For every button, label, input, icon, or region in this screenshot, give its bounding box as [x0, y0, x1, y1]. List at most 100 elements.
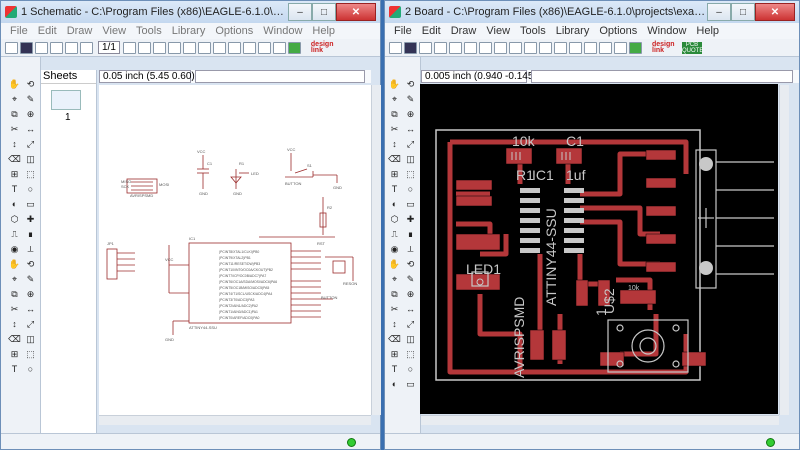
schematic-vertical-scrollbar[interactable]: [371, 85, 381, 415]
tool-icon[interactable]: ⤢: [406, 318, 415, 329]
tool-icon[interactable]: ⤢: [26, 318, 35, 329]
command-line-input[interactable]: [195, 70, 365, 83]
schematic-switch-icon[interactable]: [449, 41, 462, 54]
tool-icon[interactable]: ∎: [27, 228, 34, 239]
command-line-input[interactable]: [531, 70, 793, 83]
tool-icon[interactable]: ▭: [406, 378, 415, 389]
tool-icon[interactable]: ⧉: [391, 288, 398, 299]
sheet-number[interactable]: 1: [65, 112, 71, 123]
zoom-in-icon[interactable]: [524, 41, 537, 54]
tool-icon[interactable]: ⌫: [388, 333, 401, 344]
tool-icon[interactable]: ✂: [390, 123, 399, 134]
close-icon[interactable]: ✕: [755, 3, 795, 21]
tool-icon[interactable]: ⤢: [26, 138, 35, 149]
tool-icon[interactable]: ⊕: [26, 288, 35, 299]
redo-icon[interactable]: [257, 41, 271, 54]
tool-icon[interactable]: ○: [407, 184, 414, 194]
use-icon[interactable]: [122, 41, 136, 54]
tool-icon[interactable]: ⌖: [11, 273, 18, 284]
tool-icon[interactable]: ⌖: [11, 93, 18, 104]
design-link-logo[interactable]: design link: [652, 40, 675, 54]
tool-icon[interactable]: ◫: [406, 333, 415, 344]
cam-icon[interactable]: [50, 41, 63, 54]
menu-help[interactable]: Help: [696, 25, 720, 37]
tool-icon[interactable]: ✚: [26, 213, 35, 224]
tool-icon[interactable]: ⧉: [391, 108, 398, 119]
tool-icon[interactable]: ◫: [406, 153, 415, 164]
tool-icon[interactable]: ✎: [26, 273, 35, 284]
tool-icon[interactable]: ⧉: [11, 108, 18, 119]
tool-icon[interactable]: ◫: [26, 153, 35, 164]
tool-icon[interactable]: ⊞: [10, 168, 19, 179]
tool-icon[interactable]: ⟲: [406, 78, 415, 89]
stop-icon[interactable]: [272, 41, 286, 54]
zoom-out-icon[interactable]: [539, 41, 552, 54]
tool-icon[interactable]: ⬚: [406, 348, 415, 359]
go-icon[interactable]: [629, 41, 642, 54]
zoom-select-icon[interactable]: [227, 41, 241, 54]
tool-icon[interactable]: ↔: [406, 304, 415, 314]
tool-icon[interactable]: ◉: [390, 243, 399, 254]
tool-icon[interactable]: ✚: [406, 213, 415, 224]
script-icon[interactable]: [137, 41, 151, 54]
tool-icon[interactable]: ⌫: [8, 153, 21, 164]
menu-options[interactable]: Options: [215, 25, 254, 37]
tool-icon[interactable]: T: [11, 184, 18, 194]
tool-icon[interactable]: ◐: [391, 379, 398, 389]
tool-icon[interactable]: ✂: [10, 123, 19, 134]
tool-icon[interactable]: ⎍: [11, 228, 18, 239]
tool-icon[interactable]: ◐: [391, 199, 398, 209]
tool-icon[interactable]: ⬚: [26, 348, 35, 359]
tool-icon[interactable]: ◐: [11, 199, 18, 209]
maximize-icon[interactable]: □: [312, 3, 336, 21]
design-link-logo[interactable]: design link: [310, 40, 334, 54]
tool-icon[interactable]: T: [391, 364, 398, 374]
tool-icon[interactable]: ○: [27, 184, 34, 194]
run-icon[interactable]: [152, 41, 166, 54]
tool-icon[interactable]: ⟂: [407, 243, 414, 254]
tool-icon[interactable]: ◉: [10, 243, 19, 254]
menu-file[interactable]: File: [394, 25, 412, 37]
run-icon[interactable]: [494, 41, 507, 54]
zoom-in-icon[interactable]: [182, 41, 196, 54]
maximize-icon[interactable]: □: [731, 3, 755, 21]
tool-icon[interactable]: ✋: [8, 258, 21, 269]
menu-window[interactable]: Window: [647, 25, 687, 37]
menu-help[interactable]: Help: [312, 25, 336, 37]
board-vertical-scrollbar[interactable]: [779, 85, 789, 415]
cam-icon[interactable]: [434, 41, 447, 54]
tool-icon[interactable]: ⊕: [406, 288, 415, 299]
menu-window[interactable]: Window: [263, 25, 303, 37]
sheet-select[interactable]: 1/1: [98, 41, 120, 54]
tool-icon[interactable]: ✎: [406, 93, 415, 104]
tool-icon[interactable]: ⌖: [391, 93, 398, 104]
menu-view[interactable]: View: [102, 25, 127, 37]
tool-icon[interactable]: ↕: [12, 139, 17, 149]
menu-library[interactable]: Library: [171, 25, 206, 37]
tool-icon[interactable]: ⊞: [390, 168, 399, 179]
tool-icon[interactable]: ✋: [388, 78, 401, 89]
tool-icon[interactable]: ↕: [392, 319, 397, 329]
tool-icon[interactable]: ✎: [406, 273, 415, 284]
tool-icon[interactable]: ⬚: [26, 168, 35, 179]
tool-icon[interactable]: ⟲: [406, 258, 415, 269]
tool-icon[interactable]: ▭: [406, 198, 415, 209]
tool-icon[interactable]: ↔: [26, 304, 35, 314]
stop-icon[interactable]: [614, 41, 627, 54]
zoom-fit-icon[interactable]: [509, 41, 522, 54]
tool-icon[interactable]: ↕: [392, 139, 397, 149]
redo-icon[interactable]: [599, 41, 612, 54]
schematic-canvas[interactable]: AVRISPSMD MISO SCK MOSI VCC C1 GND LED G…: [99, 85, 371, 415]
menu-file[interactable]: File: [10, 25, 28, 37]
zoom-redraw-icon[interactable]: [212, 41, 226, 54]
tool-icon[interactable]: ⌖: [391, 273, 398, 284]
menu-tools[interactable]: Tools: [520, 25, 546, 37]
tool-icon[interactable]: ∎: [407, 228, 414, 239]
tool-icon[interactable]: ⌫: [388, 153, 401, 164]
tool-icon[interactable]: T: [11, 364, 18, 374]
tool-icon[interactable]: ⊞: [10, 348, 19, 359]
tool-icon[interactable]: ⬡: [10, 213, 19, 224]
menu-view[interactable]: View: [486, 25, 511, 37]
minimize-icon[interactable]: –: [288, 3, 312, 21]
schematic-horizontal-scrollbar[interactable]: [99, 415, 371, 425]
